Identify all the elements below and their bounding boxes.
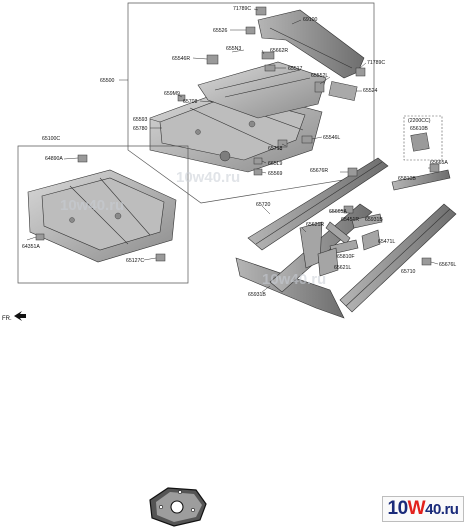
label-2200cc: (2200CC) <box>408 118 431 124</box>
bracket-65569 <box>253 168 263 176</box>
label-69100: 69100 <box>303 17 318 23</box>
bracket-65676r <box>347 167 358 177</box>
label-71789c-right: 71789C <box>367 60 385 66</box>
cross-member-65810b <box>391 169 451 191</box>
label-65710: 65710 <box>401 269 416 275</box>
bracket-65676l <box>421 257 432 266</box>
center-floor-frame <box>17 145 189 284</box>
label-65931b: 65931B <box>248 292 266 298</box>
bracket-65127c <box>155 253 166 262</box>
label-65718: 65718 <box>268 146 283 152</box>
label-65517: 65517 <box>288 66 303 72</box>
label-65810f: 65810F <box>337 254 355 260</box>
bracket-65517 <box>264 64 276 72</box>
label-655n3: 655N3 <box>226 46 241 52</box>
panel-65524 <box>328 81 358 101</box>
logo-part-3: 40.ru <box>425 500 459 518</box>
member-65931b-mid <box>351 213 383 229</box>
rear-floor-assembly-frame <box>127 2 375 204</box>
bracket-665l9 <box>253 157 263 165</box>
label-65593: 65593 <box>133 117 148 123</box>
side-member-right-65710 <box>339 203 457 313</box>
label-65127c: 65127C <box>126 258 144 264</box>
option-box-2200cc <box>403 115 443 161</box>
label-65451r: 65451R <box>341 217 359 223</box>
label-64890a: 64890A <box>45 156 63 162</box>
label-65500: 65500 <box>100 78 115 84</box>
label-65610b: 65610B <box>410 126 428 132</box>
gasket-part-image <box>149 487 207 527</box>
bracket-65552l <box>314 81 325 93</box>
label-65621l: 65621L <box>334 265 351 271</box>
bracket-65665a-mid <box>343 205 354 214</box>
label-665l9: 665L9 <box>268 161 283 167</box>
logo-part-1: 10 <box>387 498 409 519</box>
bracket-65718 <box>277 139 288 148</box>
label-65720: 65720 <box>256 202 271 208</box>
label-65810b: 65810B <box>398 176 416 182</box>
label-65621r: 65621R <box>306 222 324 228</box>
label-65471l: 65471L <box>378 239 395 245</box>
label-65676l: 65676L <box>439 262 456 268</box>
watermark-left: 10w40.ru <box>60 197 124 214</box>
rear-cross-member <box>257 9 365 79</box>
label-65546r: 65546R <box>172 56 190 62</box>
bracket-65546l <box>301 135 313 144</box>
leader-lines <box>26 8 439 293</box>
label-65546l: 65546L <box>323 135 340 141</box>
label-65931b-mid: 65931B <box>365 217 383 223</box>
front-arrow-icon <box>14 311 26 321</box>
bracket-71789c-top <box>255 6 267 16</box>
label-65552l: 65552L <box>311 73 328 79</box>
label-65569: 65569 <box>268 171 283 177</box>
label-65524: 65524 <box>363 88 378 94</box>
label-659m9: 659M9 <box>164 91 180 97</box>
bracket-659m9 <box>177 94 186 102</box>
label-65708: 65708 <box>183 99 198 105</box>
center-floor-pan <box>27 169 177 263</box>
label-65526: 65526 <box>213 28 228 34</box>
bracket-64351a <box>35 233 45 241</box>
member-65471l <box>361 229 381 251</box>
bracket-65610b <box>410 132 430 152</box>
label-64351a: 64351A <box>22 244 40 250</box>
label-65100c: 65100C <box>42 136 60 142</box>
bracket-65546r <box>206 54 219 65</box>
bracket-71789c-right <box>355 67 366 77</box>
bracket-65526 <box>245 26 256 35</box>
watermark-top: 10w40.ru <box>176 169 240 186</box>
part-labels: 65500 71789C 65526 69100 655N3 65662R 65… <box>2 6 456 322</box>
label-65665a-mid: 65665A <box>329 209 347 215</box>
logo-part-2: W <box>407 498 426 519</box>
watermark-bottom: 10w40.ru <box>262 271 326 288</box>
member-65621l <box>317 247 339 277</box>
bracket-65662r <box>261 51 275 60</box>
label-65665a: 65665A <box>430 160 448 166</box>
label-65662r: 65662R <box>270 48 288 54</box>
side-member-left-65720 <box>247 157 389 251</box>
label-71789c-top: 71789C <box>233 6 251 12</box>
label-65676r: 65676R <box>310 168 328 174</box>
label-65780: 65780 <box>133 126 148 132</box>
bracket-64890a <box>77 154 88 163</box>
rear-floor-upper <box>197 61 327 119</box>
label-fr: FR. <box>2 316 12 322</box>
